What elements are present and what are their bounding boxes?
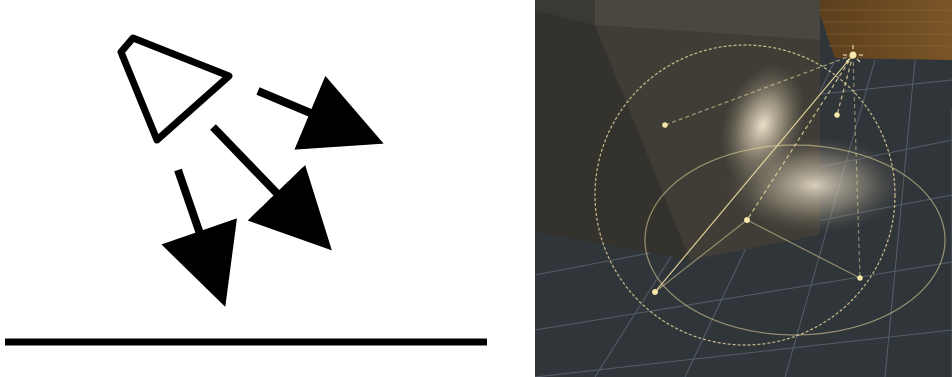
scene-view-canvas [535, 0, 952, 377]
light-rays [178, 91, 332, 254]
spotlight-schematic-panel [0, 0, 510, 377]
gizmo-handle [857, 275, 863, 281]
back-wall [815, 0, 952, 60]
spotlight-schematic-canvas [0, 0, 510, 377]
gizmo-handle [652, 289, 658, 295]
gizmo-handle [662, 122, 668, 128]
arrow-icon [258, 91, 332, 122]
gizmo-handle [834, 112, 840, 118]
gizmo-handle [744, 217, 750, 223]
scene-view-render-panel [535, 0, 952, 377]
arrow-icon [178, 170, 207, 254]
gizmo-handle [850, 52, 857, 59]
light-glow-floor [725, 137, 905, 233]
spotlight-icon [121, 38, 229, 140]
arrow-icon [213, 127, 293, 210]
